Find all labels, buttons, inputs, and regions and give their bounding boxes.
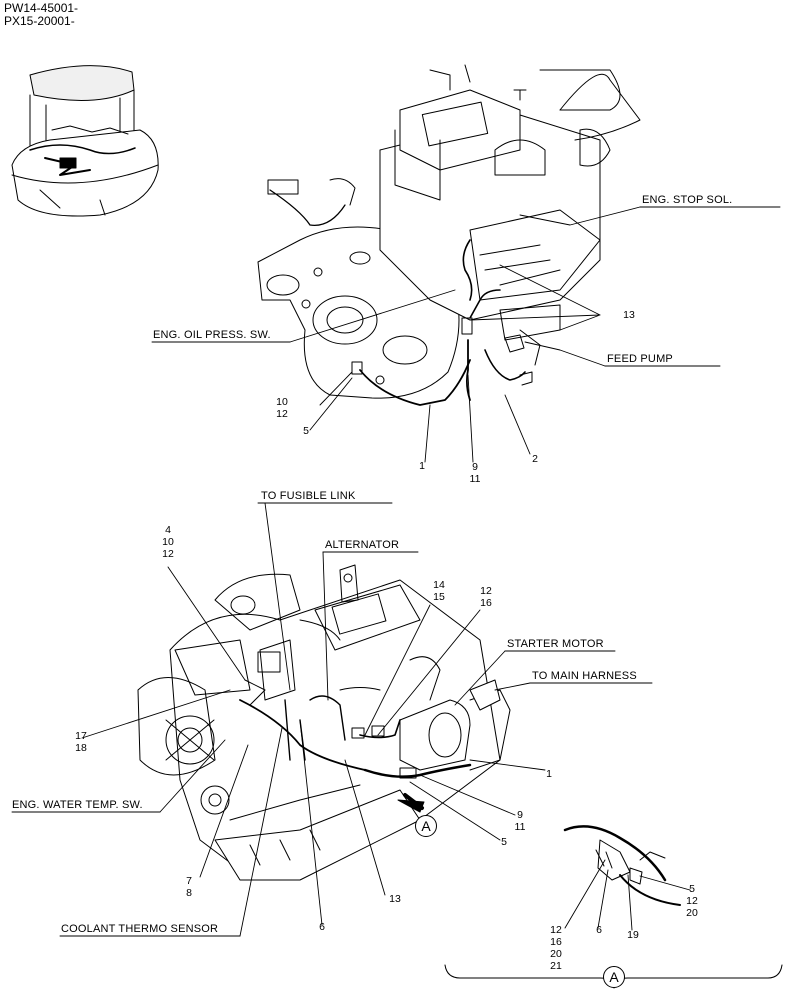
label-eng-water-temp-sw: ENG. WATER TEMP. SW. [12, 799, 143, 811]
detail-a-illustration [563, 825, 681, 906]
callout-13-top: 13 [623, 309, 635, 321]
callout-19-detail: 19 [627, 929, 639, 941]
label-starter-motor: STARTER MOTOR [507, 638, 604, 650]
label-coolant-thermo-sensor: COOLANT THERMO SENSOR [61, 923, 219, 935]
bottom-engine-illustration [137, 564, 511, 881]
callout-6-detail: 6 [596, 924, 602, 936]
callout-6-bottom: 6 [319, 921, 325, 933]
leader-lines [11, 206, 781, 937]
label-to-main-harness: TO MAIN HARNESS [532, 670, 637, 682]
detail-a-marker: A [603, 966, 625, 988]
machine-thumbnail [11, 65, 159, 217]
detail-bracket [444, 964, 783, 989]
serial-number-2: PX15-20001- [4, 14, 75, 28]
serial-number-1: PW14-45001- [4, 1, 79, 15]
label-feed-pump: FEED PUMP [607, 353, 673, 365]
label-eng-stop-sol: ENG. STOP SOL. [642, 194, 733, 206]
callout-2-top: 2 [532, 453, 538, 465]
serial-range: PW14-45001- PX15-20001- [4, 2, 78, 28]
callout-1-top: 1 [419, 460, 425, 472]
callout-5-top: 5 [303, 425, 309, 437]
top-engine-illustration [257, 64, 641, 406]
label-alternator: ALTERNATOR [325, 539, 400, 551]
label-to-fusible-link: TO FUSIBLE LINK [261, 490, 356, 502]
view-a-marker: A [415, 815, 437, 837]
callout-5-bottom: 5 [501, 836, 507, 848]
callout-13-bottom: 13 [389, 893, 401, 905]
callout-1-bottom: 1 [546, 768, 552, 780]
label-eng-oil-press-sw: ENG. OIL PRESS. SW. [153, 329, 271, 341]
